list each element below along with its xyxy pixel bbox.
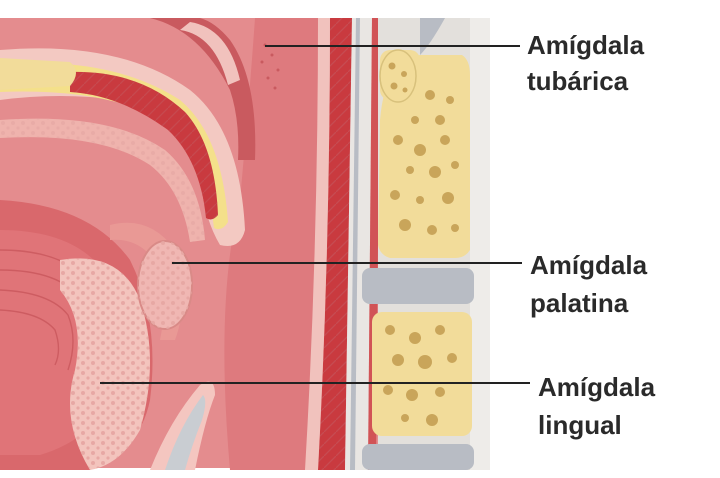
intervertebral-disc-1: [362, 268, 474, 304]
pharyngeal-mucosa: [305, 18, 330, 470]
label-tubaria-line2: tubárica: [527, 66, 629, 96]
epiglottis-cartilage: [165, 395, 206, 470]
bone-pores-1: [390, 90, 459, 235]
tubal-tonsil-region: [379, 49, 417, 103]
label-lingual-line1: Amígdala: [538, 372, 656, 402]
label-lingual-line2: lingual: [538, 410, 622, 440]
intervertebral-disc-2: [362, 444, 474, 470]
bone-pores-2: [383, 325, 457, 426]
label-palatina: Amígdala palatina: [530, 250, 647, 318]
label-palatina-line1: Amígdala: [530, 250, 648, 280]
label-palatina-line2: palatina: [530, 288, 629, 318]
nasopharynx-highlight: [180, 22, 240, 85]
label-tubaria: Amígdala tubárica: [527, 30, 644, 96]
hard-palate-bone: [0, 58, 76, 90]
c3-vertebra: [372, 312, 472, 436]
label-lingual: Amígdala lingual: [538, 372, 655, 440]
label-tubaria-line1: Amígdala: [527, 30, 645, 60]
soft-palate-outer: [0, 48, 245, 247]
axis-vertebra: [378, 55, 470, 258]
